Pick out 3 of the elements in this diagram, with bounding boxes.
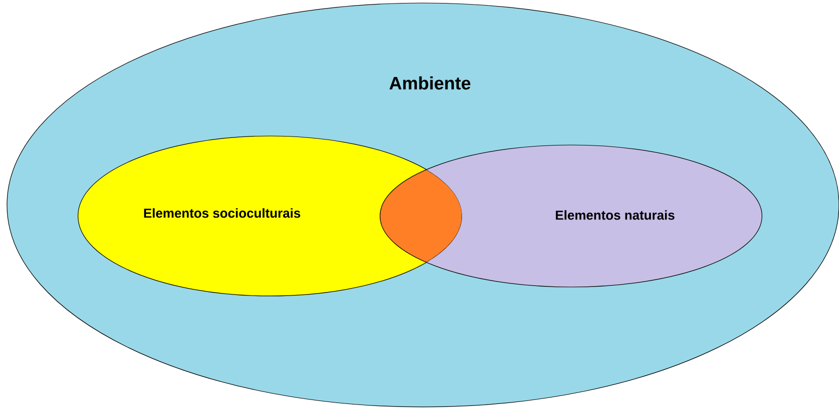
title-label: Ambiente — [389, 76, 470, 90]
ellipse-label: Elementos socioculturais — [144, 208, 300, 218]
ellipse-label: Elementos naturais — [556, 210, 674, 220]
